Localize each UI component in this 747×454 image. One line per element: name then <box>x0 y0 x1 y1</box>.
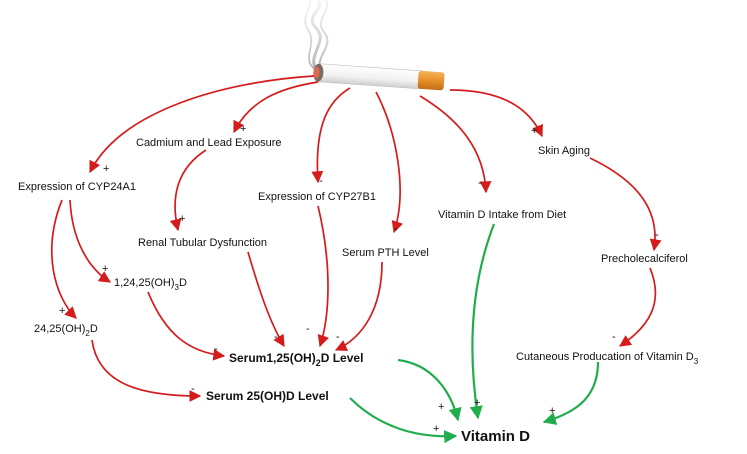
sign-cadmium-renal: + <box>179 213 185 225</box>
node-serum-125-level: Serum1,25(OH)2D Level <box>229 351 363 368</box>
node-oh3d: 1,24,25(OH)3D <box>114 277 187 292</box>
arrow-cadmium-renal <box>169 149 207 232</box>
arrow-cig-pth <box>375 91 404 234</box>
node-precholecalciferol: Precholecalciferol <box>601 253 688 265</box>
node-vitamin-d-intake: Vitamin D Intake from Diet <box>438 209 566 221</box>
arrow-cyp24a1-oh2d <box>51 199 77 319</box>
sign-serum25-vitd: + <box>433 423 439 435</box>
sign-intake-vitd: + <box>474 397 480 409</box>
smoke-icon <box>304 0 329 73</box>
sign-oh2d-serum25: - <box>191 383 195 395</box>
sign-oh3d-serum125: - <box>214 343 218 355</box>
sign-cig-cyp27b1: - <box>319 175 323 187</box>
arrow-pre-cutaneous <box>619 267 657 347</box>
arrow-serum25-vitd <box>349 397 458 444</box>
sign-cig-intake: - <box>478 177 482 189</box>
arrow-cyp27b1-serum125 <box>317 205 330 348</box>
node-vitamin-d: Vitamin D <box>461 428 530 445</box>
arrow-serum125-vitd <box>397 358 462 422</box>
sign-cig-cyp24a1: + <box>103 163 109 175</box>
arrow-intake-vitd <box>469 223 496 420</box>
node-oh2d: 24,25(OH)2D <box>34 323 98 338</box>
arrow-oh3d-serum125 <box>147 291 226 361</box>
node-cyp27b1-expression: Expression of CYP27B1 <box>258 191 376 203</box>
sign-renal-serum125: - <box>274 331 278 343</box>
sign-cig-pth: - <box>394 223 398 235</box>
sign-pth-serum125: - <box>336 331 340 343</box>
node-cyp24a1-expression: Expression of CYP24A1 <box>18 181 136 193</box>
sign-skin-pre: - <box>655 229 659 241</box>
node-serum-25ohd-level: Serum 25(OH)D Level <box>206 389 329 403</box>
node-skin-aging: Skin Aging <box>538 145 590 157</box>
arrow-pth-serum125 <box>334 261 383 351</box>
node-cutaneous-production: Cutaneous Producation of Vitamin D3 <box>516 351 699 366</box>
sign-pre-cutaneous: - <box>612 331 616 343</box>
sign-cyp24a1-oh3d: + <box>102 263 108 275</box>
node-renal-tubular-dysfunction: Renal Tubular Dysfunction <box>138 237 267 249</box>
sign-cig-cadmium: + <box>240 123 246 135</box>
arrow-skin-pre <box>589 157 662 252</box>
arrow-cig-intake <box>419 95 492 194</box>
sign-cyp24a1-oh2d: + <box>59 305 65 317</box>
arrow-cig-cyp24a1 <box>89 75 315 174</box>
arrow-cig-cyp27b1 <box>311 87 351 184</box>
cigarette-icon <box>313 63 445 91</box>
arrow-cutaneous-vitd <box>542 361 600 425</box>
arrow-renal-serum125 <box>247 251 285 348</box>
arrow-cig-cadmium <box>233 81 319 134</box>
node-cadmium-lead-exposure: Cadmium and Lead Exposure <box>136 137 282 149</box>
sign-cig-skin: + <box>531 125 537 137</box>
arrow-cyp24a1-oh3d <box>69 199 112 283</box>
sign-cutaneous-vitd: + <box>549 405 555 417</box>
sign-serum125-vitd: + <box>438 401 444 413</box>
sign-cyp27b1-serum125: - <box>306 323 310 335</box>
arrow-oh2d-serum25 <box>91 339 202 402</box>
arrow-cig-skin <box>449 89 543 138</box>
node-serum-pth-level: Serum PTH Level <box>342 247 429 259</box>
